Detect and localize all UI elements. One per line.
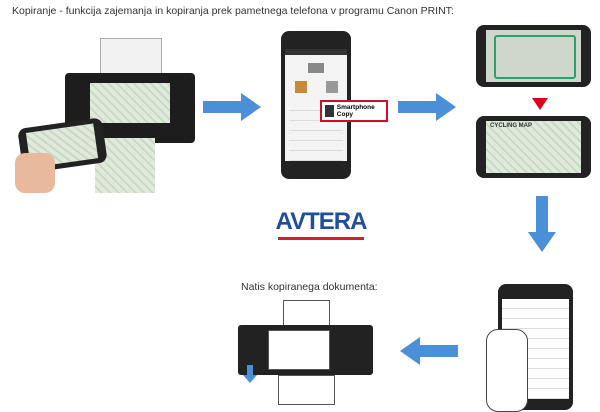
- arrow-right-icon: [398, 93, 456, 121]
- avtera-logo: AVTERA: [274, 208, 368, 248]
- phone-scanned-map: CYCLING MAP: [476, 116, 591, 178]
- phone-capture-screen: [476, 25, 591, 87]
- logo-text: AVTERA: [275, 208, 368, 235]
- print-caption: Natis kopiranega dokumenta:: [241, 281, 378, 293]
- arrow-down-icon: [528, 196, 556, 252]
- arrow-right-icon: [203, 93, 261, 121]
- map-title: CYCLING MAP: [490, 123, 532, 129]
- smartphone-copy-callout: Smartphone Copy: [320, 100, 388, 122]
- printer-with-phone-image: [15, 38, 195, 193]
- callout-label: Smartphone Copy: [336, 104, 375, 118]
- arrow-left-icon: [400, 337, 458, 365]
- phone-in-hand-image: [486, 284, 591, 412]
- page-title: Kopiranje - funkcija zajemanja in kopira…: [12, 5, 454, 17]
- red-triangle-icon: [532, 98, 548, 110]
- printer-printing-image: [238, 300, 373, 405]
